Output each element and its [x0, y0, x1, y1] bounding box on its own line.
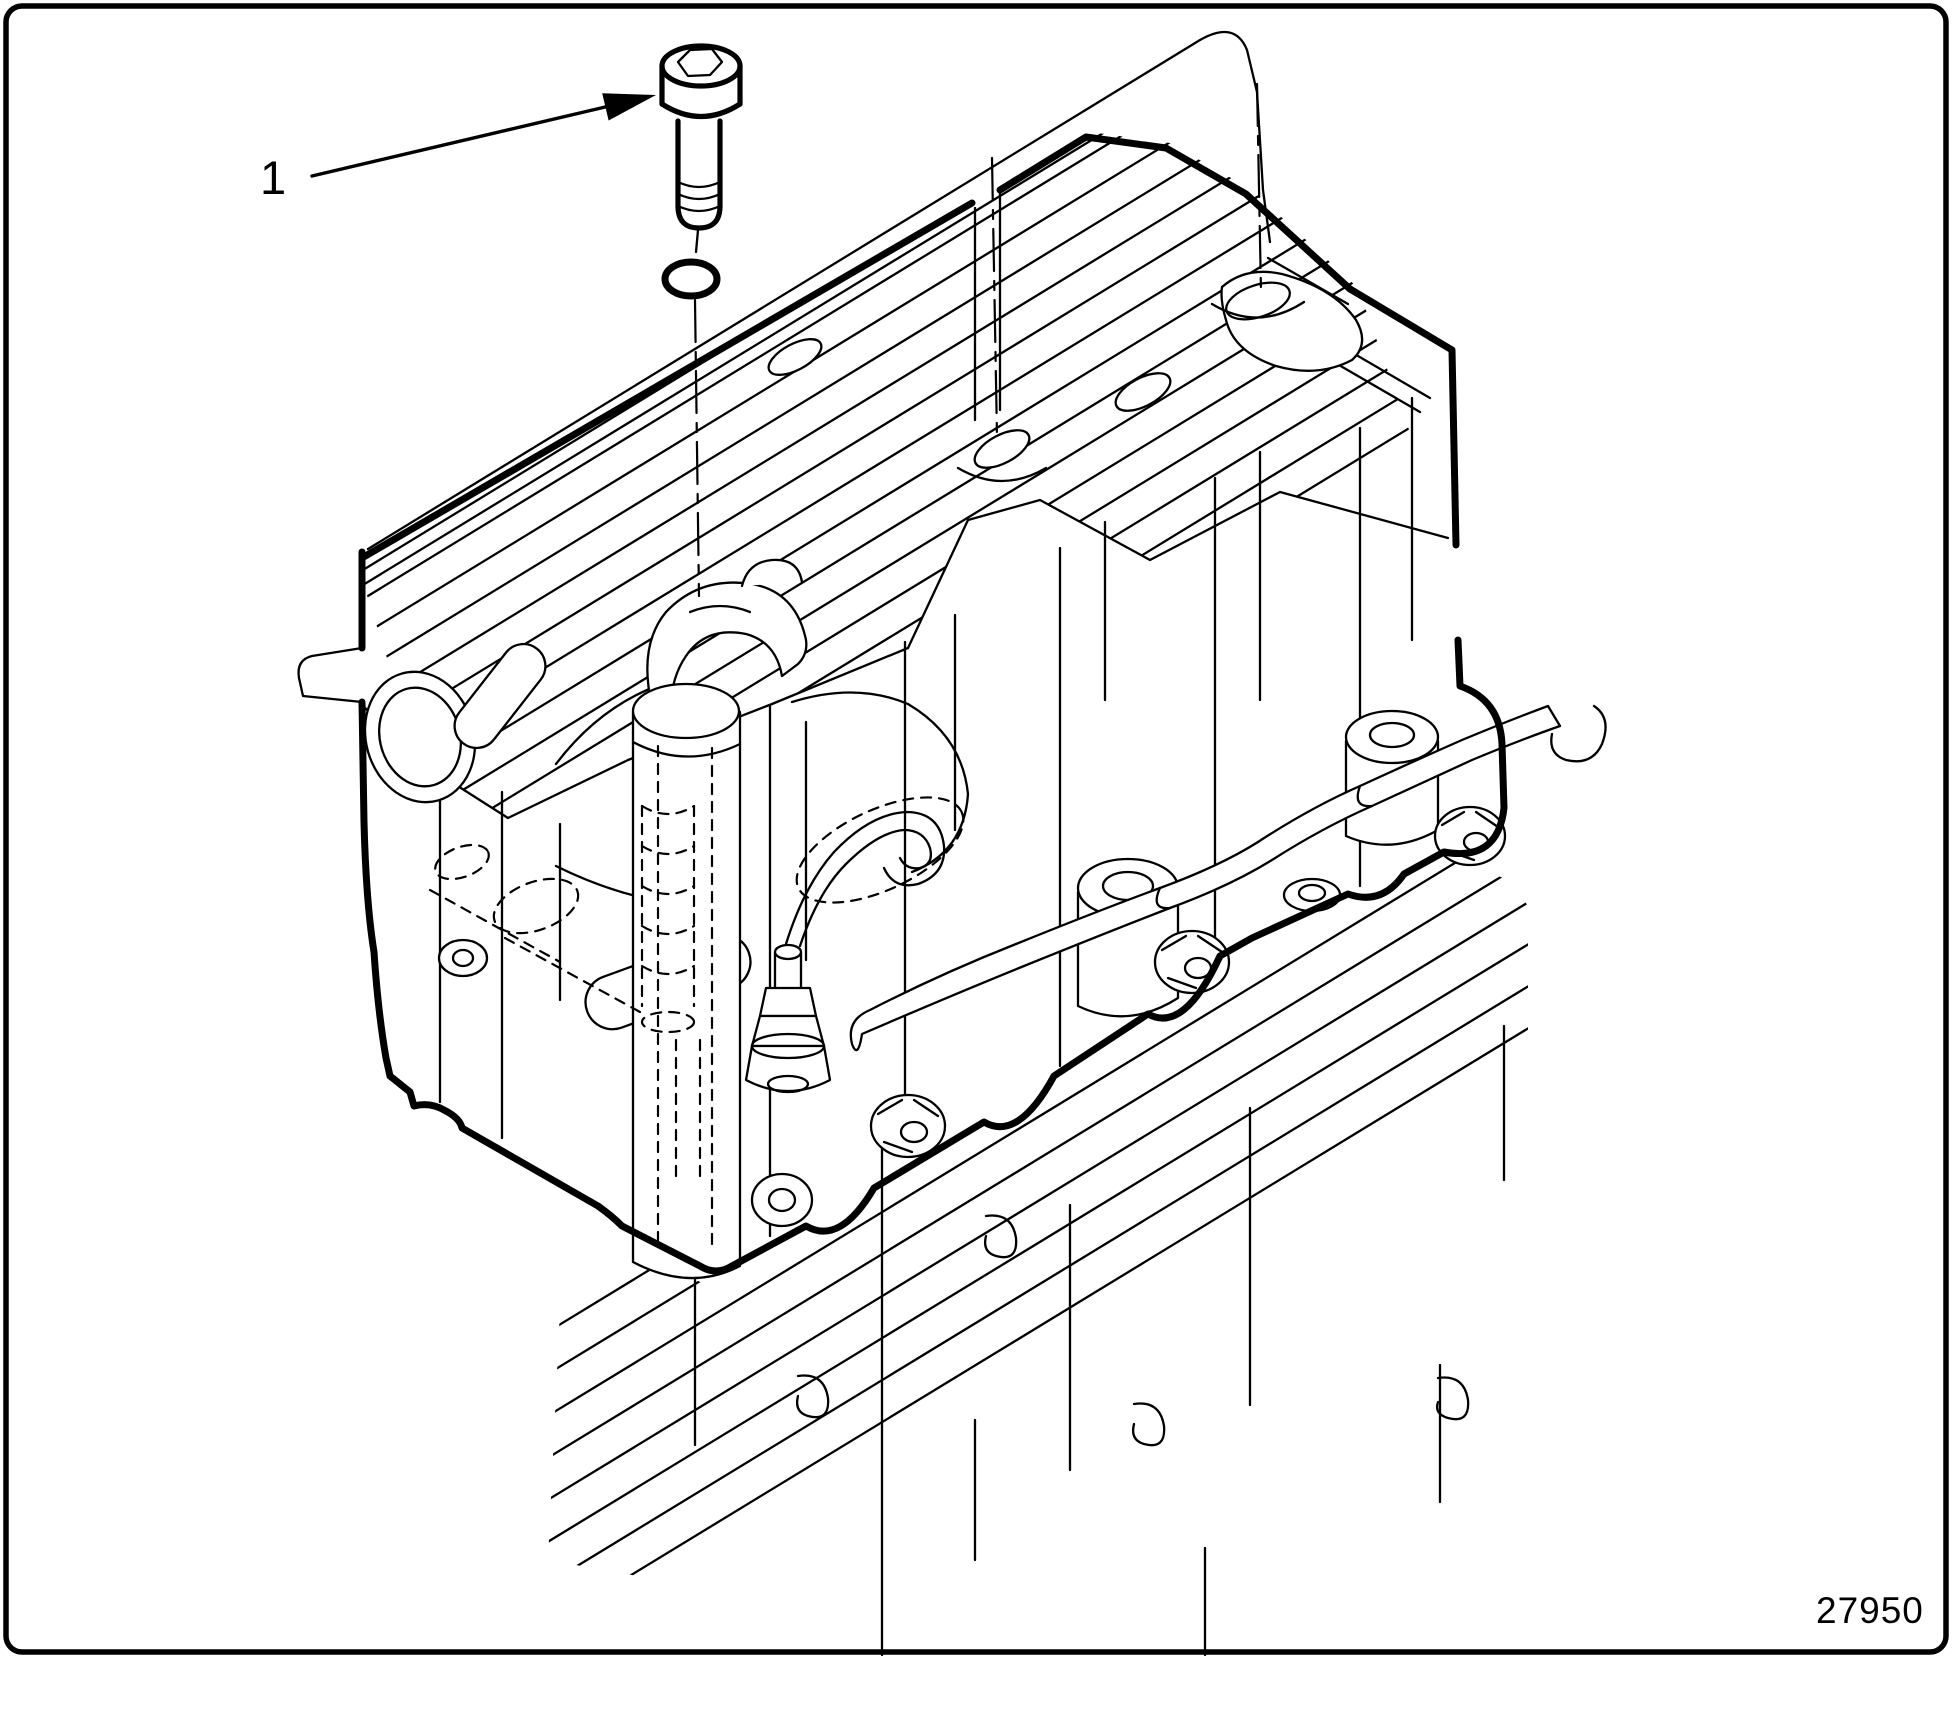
figure-border [3, 3, 1949, 1655]
callout-1-label: 1 [260, 151, 287, 204]
figure-number: 27950 [1816, 1590, 1924, 1631]
cylinder-head-features [363, 270, 1507, 1228]
harness-bracket [849, 704, 1607, 1052]
socket-head-bolt-icon [659, 43, 743, 254]
callout-arrow [310, 93, 656, 178]
injector-tube-assembly [428, 558, 965, 1280]
o-ring-icon [661, 258, 721, 300]
cylinder-head-silhouette [358, 133, 1508, 1275]
center-lines [693, 82, 1263, 598]
